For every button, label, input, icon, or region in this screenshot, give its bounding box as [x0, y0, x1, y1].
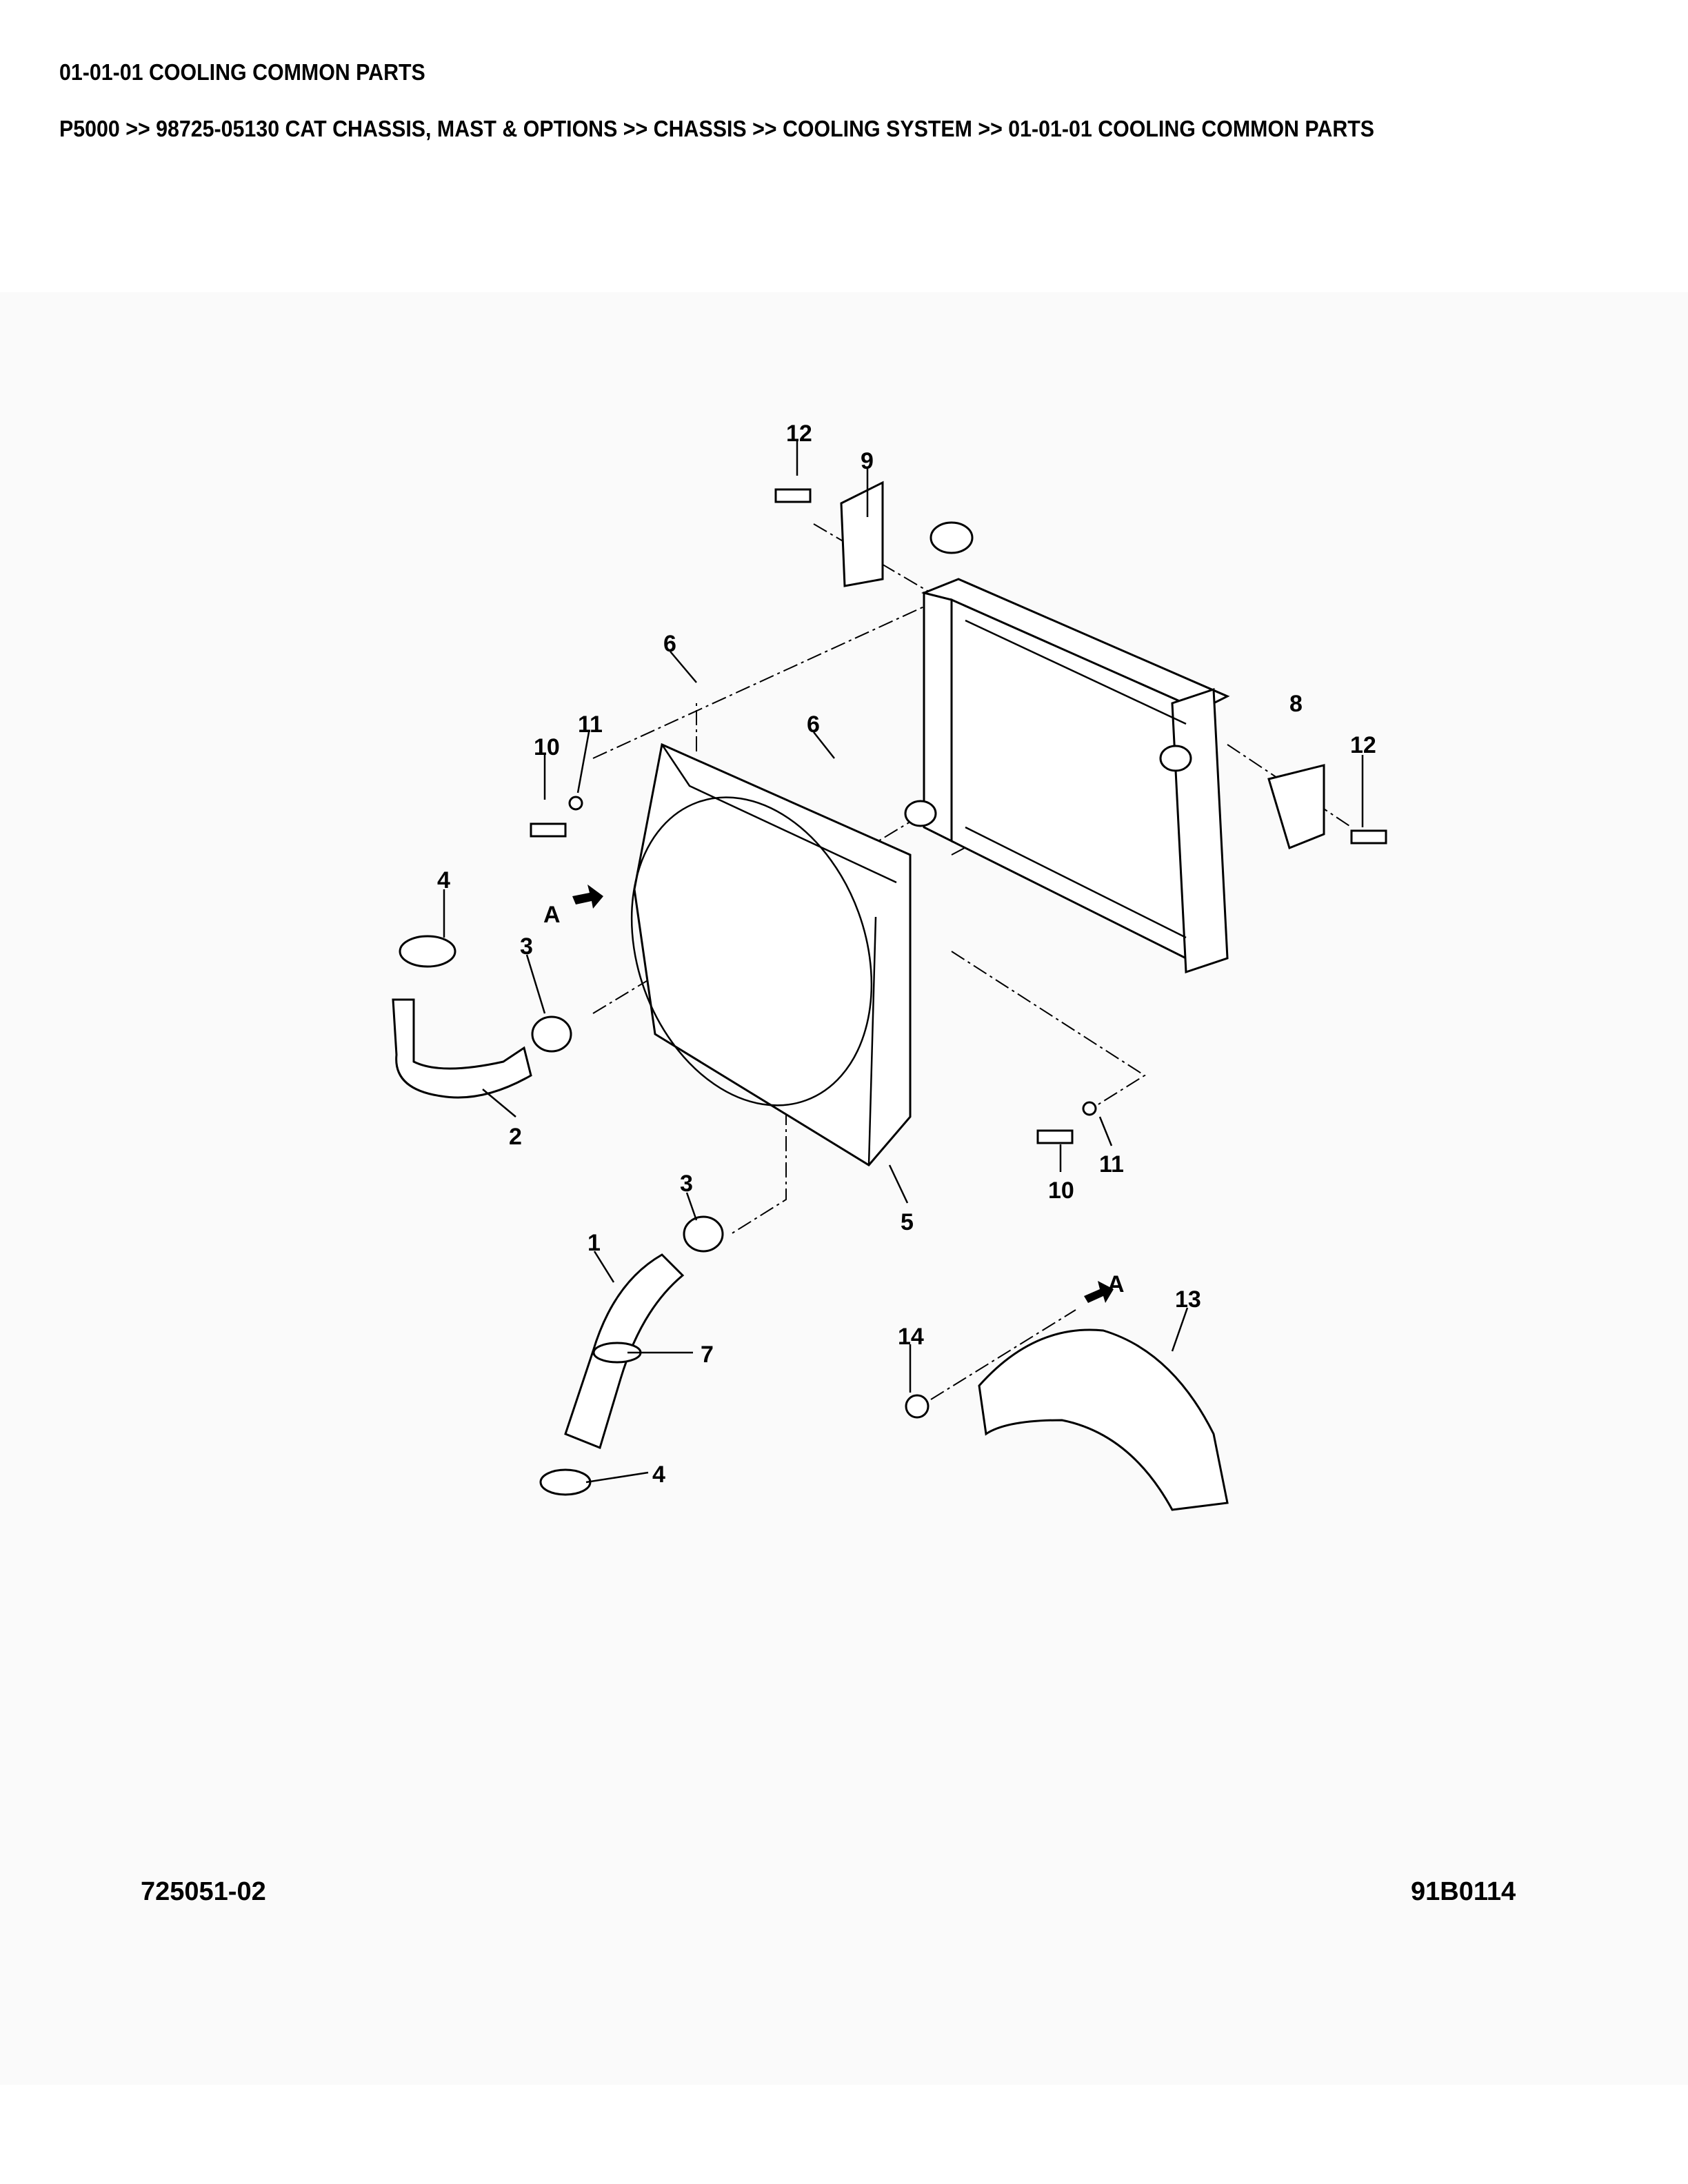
callout-3: 3 — [680, 1171, 693, 1197]
callout-8: 8 — [1289, 691, 1303, 717]
breadcrumb: P5000 >> 98725-05130 CAT CHASSIS, MAST &… — [59, 116, 1375, 141]
callout-10: 10 — [534, 734, 560, 760]
callout-12: 12 — [1350, 732, 1376, 758]
page-title: 01-01-01 COOLING COMMON PARTS — [59, 59, 425, 85]
drawing-number: 725051-02 — [141, 1877, 266, 1906]
fan-shroud — [630, 742, 912, 1166]
radiator-cap — [930, 521, 974, 554]
callout-3: 3 — [520, 933, 533, 960]
callout-2: 2 — [509, 1124, 522, 1150]
radiator — [904, 521, 1230, 974]
callout-4: 4 — [437, 867, 450, 893]
view-arrow-icon — [572, 884, 603, 909]
callout-10: 10 — [1048, 1177, 1074, 1204]
callout-13: 13 — [1175, 1286, 1201, 1313]
bolts — [530, 488, 1387, 1144]
figure-code: 91B0114 — [1411, 1877, 1516, 1906]
callout-14: 14 — [898, 1324, 924, 1350]
callout-leaders — [443, 441, 1364, 1484]
callout-6: 6 — [663, 631, 676, 657]
view-arrow-icon — [1084, 1281, 1114, 1303]
callout-6: 6 — [807, 711, 820, 738]
callout-11: 11 — [1099, 1151, 1124, 1177]
callout-A: A — [543, 902, 561, 928]
callout-1: 1 — [587, 1230, 601, 1256]
callout-12: 12 — [786, 421, 812, 447]
callout-4: 4 — [652, 1462, 665, 1488]
callout-11: 11 — [578, 711, 603, 738]
callout-5: 5 — [901, 1209, 914, 1235]
bracket-9 — [840, 481, 884, 587]
callout-9: 9 — [861, 448, 874, 474]
bracket-8 — [1267, 764, 1325, 850]
fan-guard — [978, 1328, 1229, 1511]
upper-hose — [392, 998, 532, 1099]
diagram-background — [0, 292, 1688, 2085]
callout-7: 7 — [701, 1342, 714, 1368]
fastener-14 — [905, 1394, 930, 1419]
